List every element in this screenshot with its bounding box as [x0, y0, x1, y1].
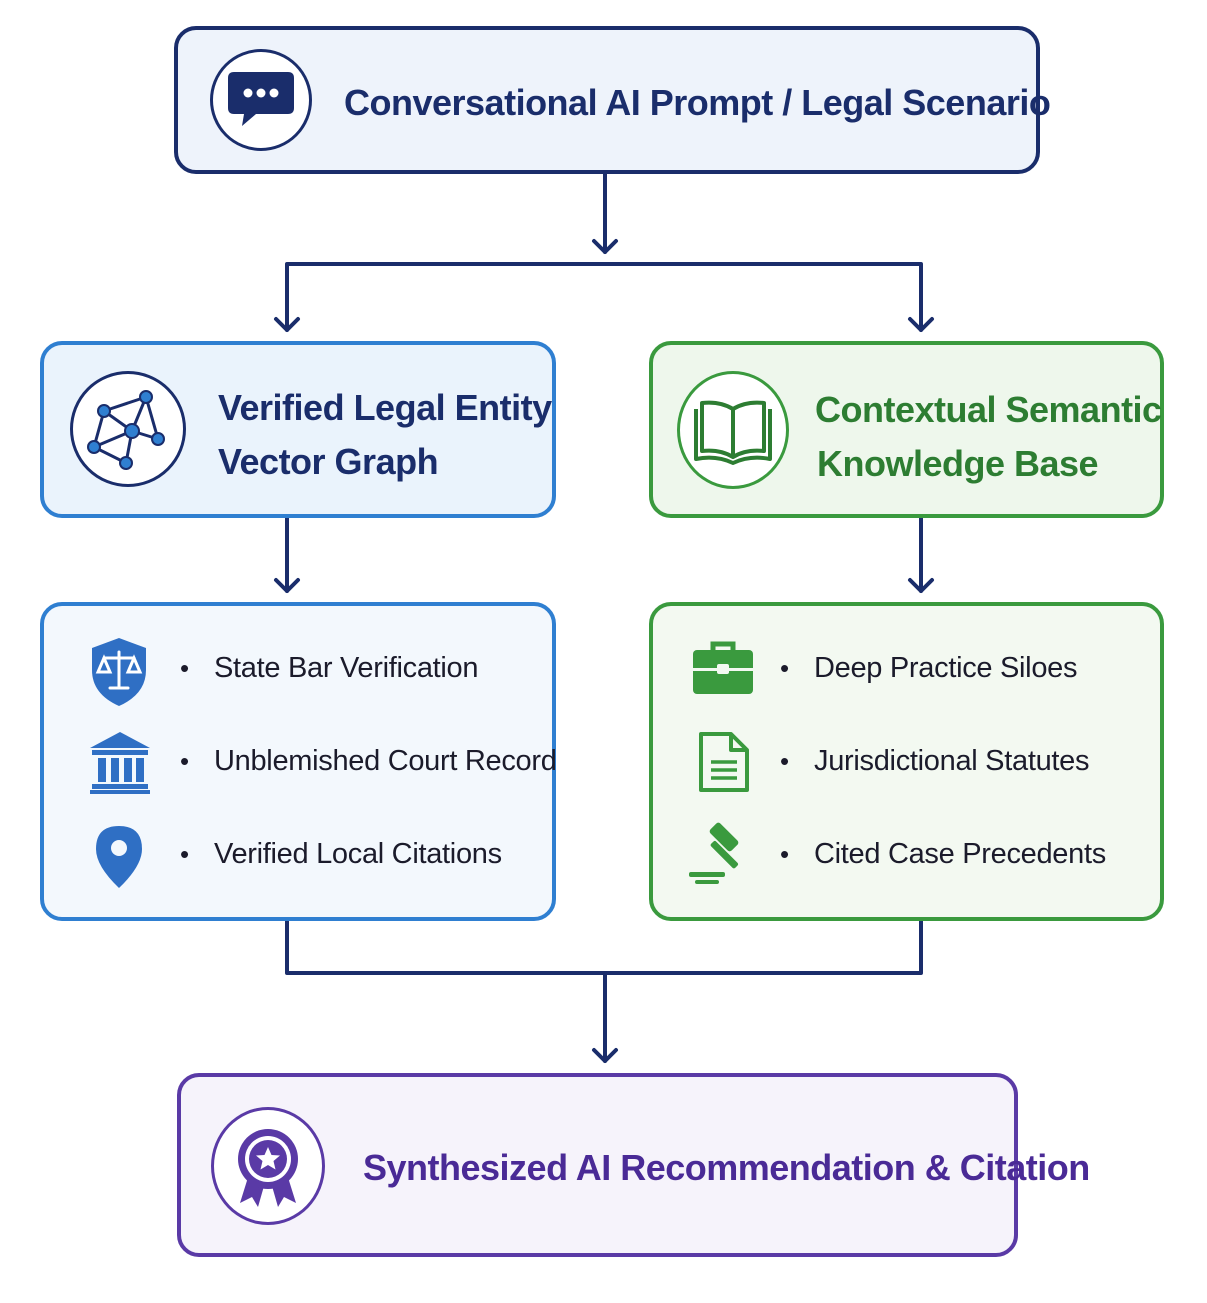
- entity-graph-icon-circle: [70, 371, 186, 487]
- recommendation-icon-circle: [211, 1107, 325, 1225]
- list-item-court-record: Unblemished Court Record: [180, 745, 557, 778]
- list-item-state-bar: State Bar Verification: [180, 652, 479, 685]
- award-badge-icon: [238, 1129, 298, 1207]
- briefcase-icon: [693, 641, 753, 694]
- network-graph-icon: [87, 390, 165, 470]
- list-item-local-citations: Verified Local Citations: [180, 838, 502, 871]
- entity-graph-box: Verified Legal Entity Vector Graph: [40, 341, 556, 518]
- entity-graph-title-line2: Vector Graph: [218, 441, 439, 482]
- recommendation-box: Synthesized AI Recommendation & Citation: [177, 1073, 1090, 1257]
- knowledge-base-title-line2: Knowledge Base: [817, 443, 1099, 484]
- location-pin-icon: [96, 826, 142, 888]
- prompt-icon-circle: [210, 49, 312, 151]
- list-item-case-precedents: Cited Case Precedents: [780, 838, 1106, 871]
- entity-verification-list: State Bar Verification Unblemished Court…: [40, 602, 557, 921]
- recommendation-title: Synthesized AI Recommendation & Citation: [363, 1147, 1090, 1188]
- document-icon: [699, 732, 749, 792]
- list-item-statutes: Jurisdictional Statutes: [780, 745, 1089, 778]
- shield-scales-icon: [92, 638, 146, 706]
- entity-graph-title-line1: Verified Legal Entity: [218, 387, 552, 428]
- courthouse-icon: [90, 732, 150, 794]
- prompt-title: Conversational AI Prompt / Legal Scenari…: [344, 82, 1051, 123]
- list-item-practice-siloes: Deep Practice Siloes: [780, 652, 1077, 685]
- open-book-icon: [694, 400, 772, 465]
- knowledge-base-box: Contextual Semantic Knowledge Base: [649, 341, 1164, 518]
- knowledge-base-title-line1: Contextual Semantic: [815, 389, 1162, 430]
- knowledge-base-list: Deep Practice Siloes Jurisdictional Stat…: [649, 602, 1164, 921]
- prompt-box: Conversational AI Prompt / Legal Scenari…: [174, 26, 1051, 174]
- knowledge-base-icon-circle: [677, 371, 789, 489]
- chat-bubble-icon: [228, 72, 294, 126]
- gavel-icon: [689, 822, 739, 884]
